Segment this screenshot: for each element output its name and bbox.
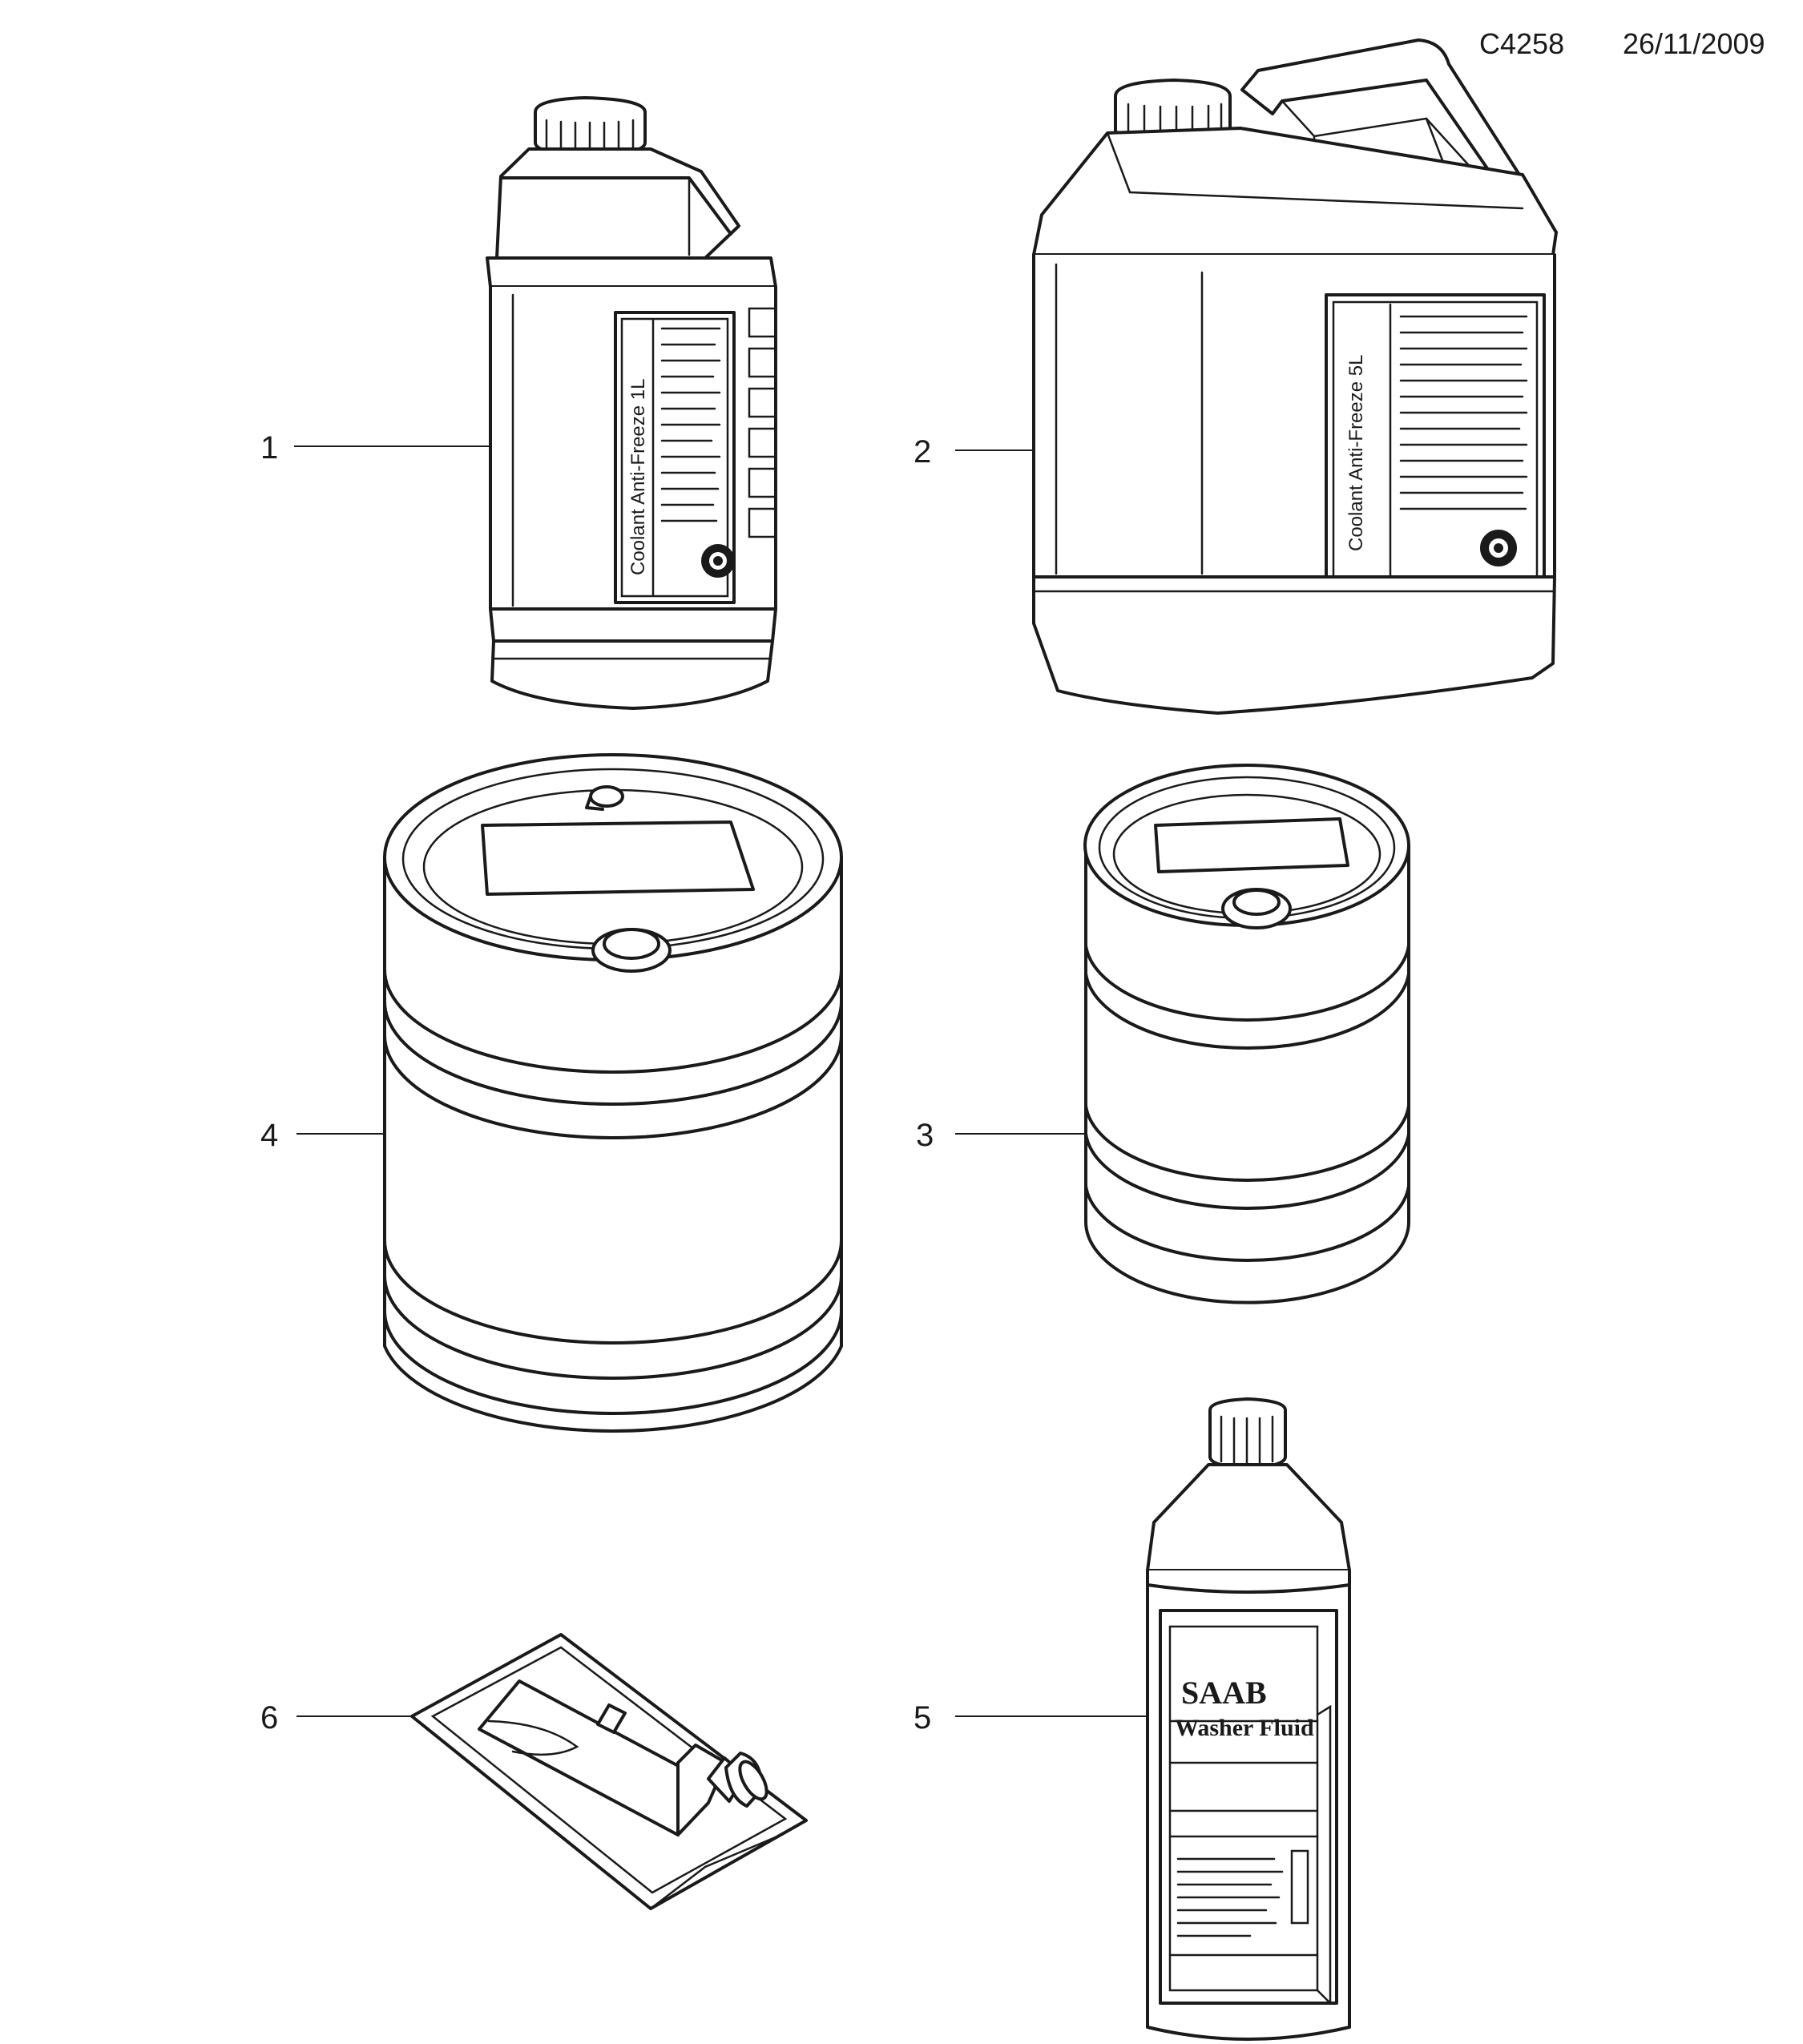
washer-fluid-bottle: SAAB Washer Fluid: [1146, 1397, 1351, 2041]
bottle-1l-label-text: Coolant Anti-Freeze 1L: [627, 379, 649, 575]
small-drum: [1083, 764, 1410, 1304]
canister-5l-label-text: Coolant Anti-Freeze 5L: [1345, 355, 1367, 551]
saab-griffin-icon: [701, 544, 735, 578]
callout-1: 1: [260, 430, 278, 466]
saab-griffin-icon: [1480, 530, 1517, 566]
diagram-code: C4258: [1479, 27, 1564, 60]
callout-3: 3: [916, 1118, 934, 1153]
diagram-date: 26/11/2009: [1623, 27, 1765, 60]
large-drum: [383, 753, 843, 1433]
callout-4: 4: [260, 1118, 278, 1153]
callout-6: 6: [260, 1700, 278, 1736]
coolant-1l-bottle: Coolant Anti-Freeze 1L: [486, 96, 777, 710]
coolant-5l-canister: Coolant Anti-Freeze 5L: [1032, 38, 1558, 715]
tube-in-pouch: [410, 1633, 808, 1910]
washer-fluid-label: Washer Fluid: [1175, 1715, 1314, 1741]
washer-brand-logo-text: SAAB: [1181, 1675, 1267, 1711]
callout-2: 2: [914, 434, 931, 470]
callout-5: 5: [914, 1700, 931, 1736]
